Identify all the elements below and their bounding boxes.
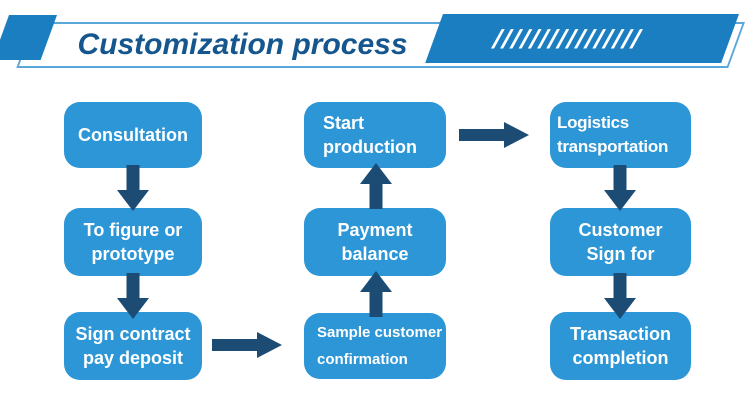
arrow-right-icon	[459, 122, 529, 148]
step-label: Payment	[337, 220, 413, 240]
step-label: transportation	[557, 137, 669, 156]
step-label: To figure or	[83, 220, 183, 240]
step-label: balance	[341, 244, 409, 264]
flow-step-transaction-completion: Transaction completion	[550, 312, 691, 380]
step-label: pay deposit	[82, 348, 184, 368]
step-label: Consultation	[78, 125, 188, 145]
step-label: prototype	[91, 244, 175, 264]
flow-step-sign-contract: Sign contract pay deposit	[64, 312, 202, 380]
step-label: Customer	[578, 220, 663, 240]
arrow-down-icon	[604, 165, 636, 211]
step-label: production	[323, 137, 417, 157]
flow-step-consultation: Consultation	[64, 102, 202, 168]
flow-step-sample-confirmation: Sample customer confirmation	[304, 313, 446, 379]
step-label: Sign for	[586, 244, 655, 264]
arrow-down-icon	[604, 273, 636, 319]
step-label: Sample customer	[317, 324, 443, 341]
arrow-down-icon	[117, 165, 149, 211]
flow-step-figure-prototype: To figure or prototype	[64, 208, 202, 276]
arrow-right-icon	[212, 332, 282, 358]
page-title: Customization process	[77, 28, 408, 61]
step-label: Sign contract	[75, 324, 191, 344]
step-label: Transaction	[569, 324, 672, 344]
banner: //////////////// Customization process	[0, 0, 750, 90]
step-label: completion	[572, 348, 669, 368]
step-label: confirmation	[317, 351, 408, 368]
arrow-up-icon	[360, 271, 392, 317]
arrow-up-icon	[360, 163, 392, 209]
flow-step-customer-sign-for: Customer Sign for	[550, 208, 691, 276]
flow-step-payment-balance: Payment balance	[304, 208, 446, 276]
step-label: Logistics	[557, 113, 629, 132]
flow-step-start-production: Start production	[304, 102, 446, 168]
banner-slash-panel: ////////////////	[425, 14, 739, 63]
arrow-down-icon	[117, 273, 149, 319]
slashes-decoration-icon: ////////////////	[488, 23, 648, 54]
step-label: Start	[323, 113, 365, 133]
flow-step-logistics-transportation: Logistics transportation	[550, 102, 691, 168]
